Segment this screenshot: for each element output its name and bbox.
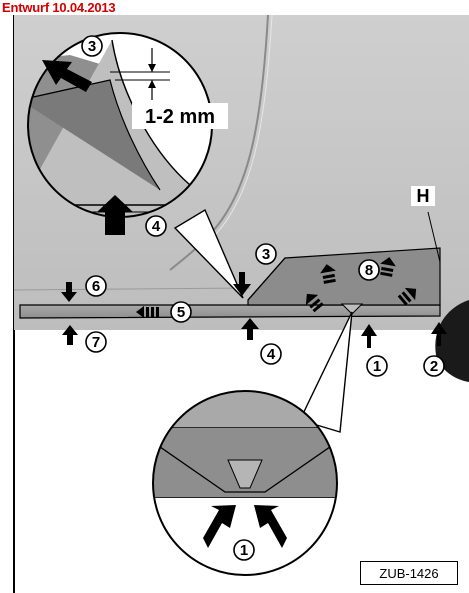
callout-4-zoom: 4 — [145, 215, 167, 237]
callout-8: 8 — [358, 259, 380, 281]
callout-7: 7 — [85, 331, 107, 353]
arrow-callout-3-zoom — [42, 60, 92, 92]
svg-text:3: 3 — [88, 38, 96, 55]
callout-6: 6 — [85, 275, 107, 297]
svg-text:3: 3 — [262, 246, 270, 263]
svg-text:6: 6 — [92, 278, 100, 295]
svg-text:4: 4 — [267, 346, 276, 363]
arrow-callout-1-zoom-right — [254, 505, 287, 548]
leader-h — [427, 211, 441, 263]
draft-stamp: Entwurf 10.04.2013 — [2, 0, 116, 15]
callout-2: 2 — [423, 355, 445, 377]
callout-3: 3 — [255, 243, 277, 265]
svg-text:7: 7 — [92, 334, 100, 351]
magnifier-bottom-pointer — [299, 311, 353, 433]
callout-3-zoom: 3 — [81, 35, 103, 57]
reference-code: ZUB-1426 — [360, 561, 458, 585]
callout-4: 4 — [260, 343, 282, 365]
label-h-bg — [411, 186, 435, 206]
svg-text:8: 8 — [365, 262, 373, 279]
arrow-callout-1-zoom-left — [203, 505, 236, 548]
label-h: H — [417, 186, 430, 206]
arrow-callout-4-zoom — [97, 195, 133, 235]
gap-measurement-label: 1-2 mm — [145, 106, 215, 128]
gap-label-bg — [132, 103, 228, 129]
main-arrows — [61, 257, 447, 348]
callout-1-zoom: 1 — [233, 539, 255, 561]
svg-text:1: 1 — [240, 542, 248, 559]
callout-1: 1 — [366, 355, 388, 377]
magnifier-top-pointer — [173, 208, 244, 299]
callout-5: 5 — [170, 301, 192, 323]
svg-text:5: 5 — [177, 304, 185, 321]
svg-text:1: 1 — [373, 358, 381, 375]
svg-text:2: 2 — [430, 358, 438, 375]
svg-text:4: 4 — [152, 218, 161, 235]
